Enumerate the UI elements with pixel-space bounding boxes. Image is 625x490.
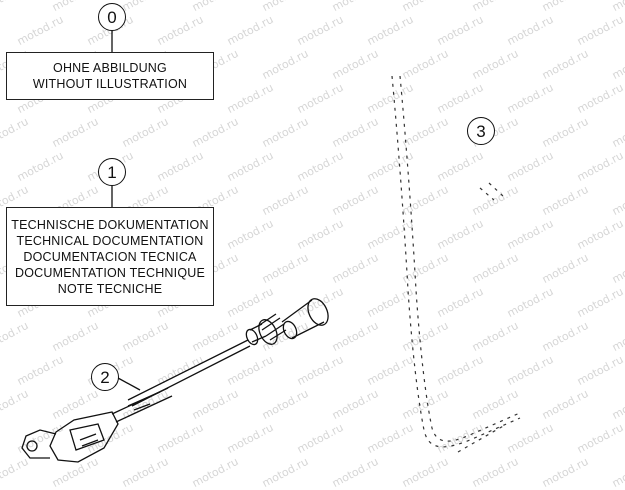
- callout-2-label: 2: [100, 367, 110, 387]
- callout-1: 1: [98, 158, 126, 186]
- box-without-illustration-line-2: WITHOUT ILLUSTRATION: [32, 77, 188, 91]
- leader-line-2: [117, 377, 141, 391]
- tech-doc-line-it: NOTE TECNICHE: [57, 281, 163, 296]
- callout-1-label: 1: [107, 162, 117, 182]
- tech-doc-line-de: TECHNISCHE DOKUMENTATION: [11, 217, 209, 232]
- callout-3-label: 3: [476, 121, 486, 141]
- box-without-illustration: OHNE ABBILDUNG WITHOUT ILLUSTRATION: [6, 52, 214, 100]
- box-technical-documentation: TECHNISCHE DOKUMENTATION TECHNICAL DOCUM…: [6, 207, 214, 306]
- box-without-illustration-line-1: OHNE ABBILDUNG: [53, 61, 167, 75]
- callout-0-label: 0: [107, 7, 117, 27]
- callout-3: 3: [467, 117, 495, 145]
- line-art: [21, 31, 523, 463]
- callout-0: 0: [98, 3, 126, 31]
- part-2-cable-assembly: [21, 298, 329, 463]
- part-3-rod: [391, 75, 523, 453]
- tech-doc-line-en: TECHNICAL DOCUMENTATION: [16, 233, 204, 248]
- tech-doc-line-es: DOCUMENTACION TECNICA: [23, 249, 197, 264]
- callout-2: 2: [91, 363, 119, 391]
- tech-doc-line-fr: DOCUMENTATION TECHNIQUE: [14, 265, 206, 280]
